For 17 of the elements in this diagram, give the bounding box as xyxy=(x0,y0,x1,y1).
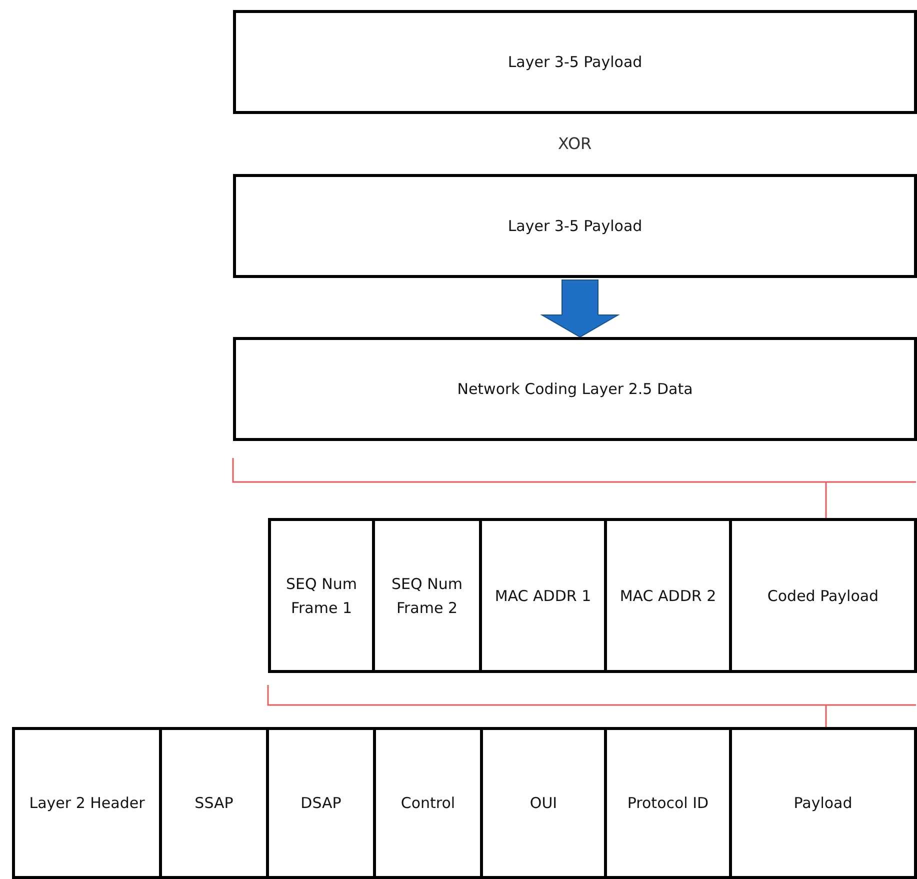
field-cell: Control xyxy=(373,727,483,879)
field-cell: SEQ Num Frame 1 xyxy=(268,518,375,673)
layer-box: Network Coding Layer 2.5 Data xyxy=(233,337,917,441)
field-cell: MAC ADDR 1 xyxy=(479,518,607,673)
field-cell: OUI xyxy=(480,727,607,879)
field-cell: Coded Payload xyxy=(729,518,917,673)
field-cell: MAC ADDR 2 xyxy=(604,518,732,673)
field-cell: Payload xyxy=(729,727,917,879)
layer-box: Layer 3-5 Payload xyxy=(233,10,917,114)
field-cell: SEQ Num Frame 2 xyxy=(372,518,482,673)
field-cell: DSAP xyxy=(266,727,376,879)
operator-label: XOR xyxy=(558,134,592,153)
field-cell: Layer 2 Header xyxy=(12,727,162,879)
field-cell: SSAP xyxy=(159,727,269,879)
layer-box: Layer 3-5 Payload xyxy=(233,174,917,278)
field-cell: Protocol ID xyxy=(604,727,732,879)
block-arrow xyxy=(540,280,620,338)
